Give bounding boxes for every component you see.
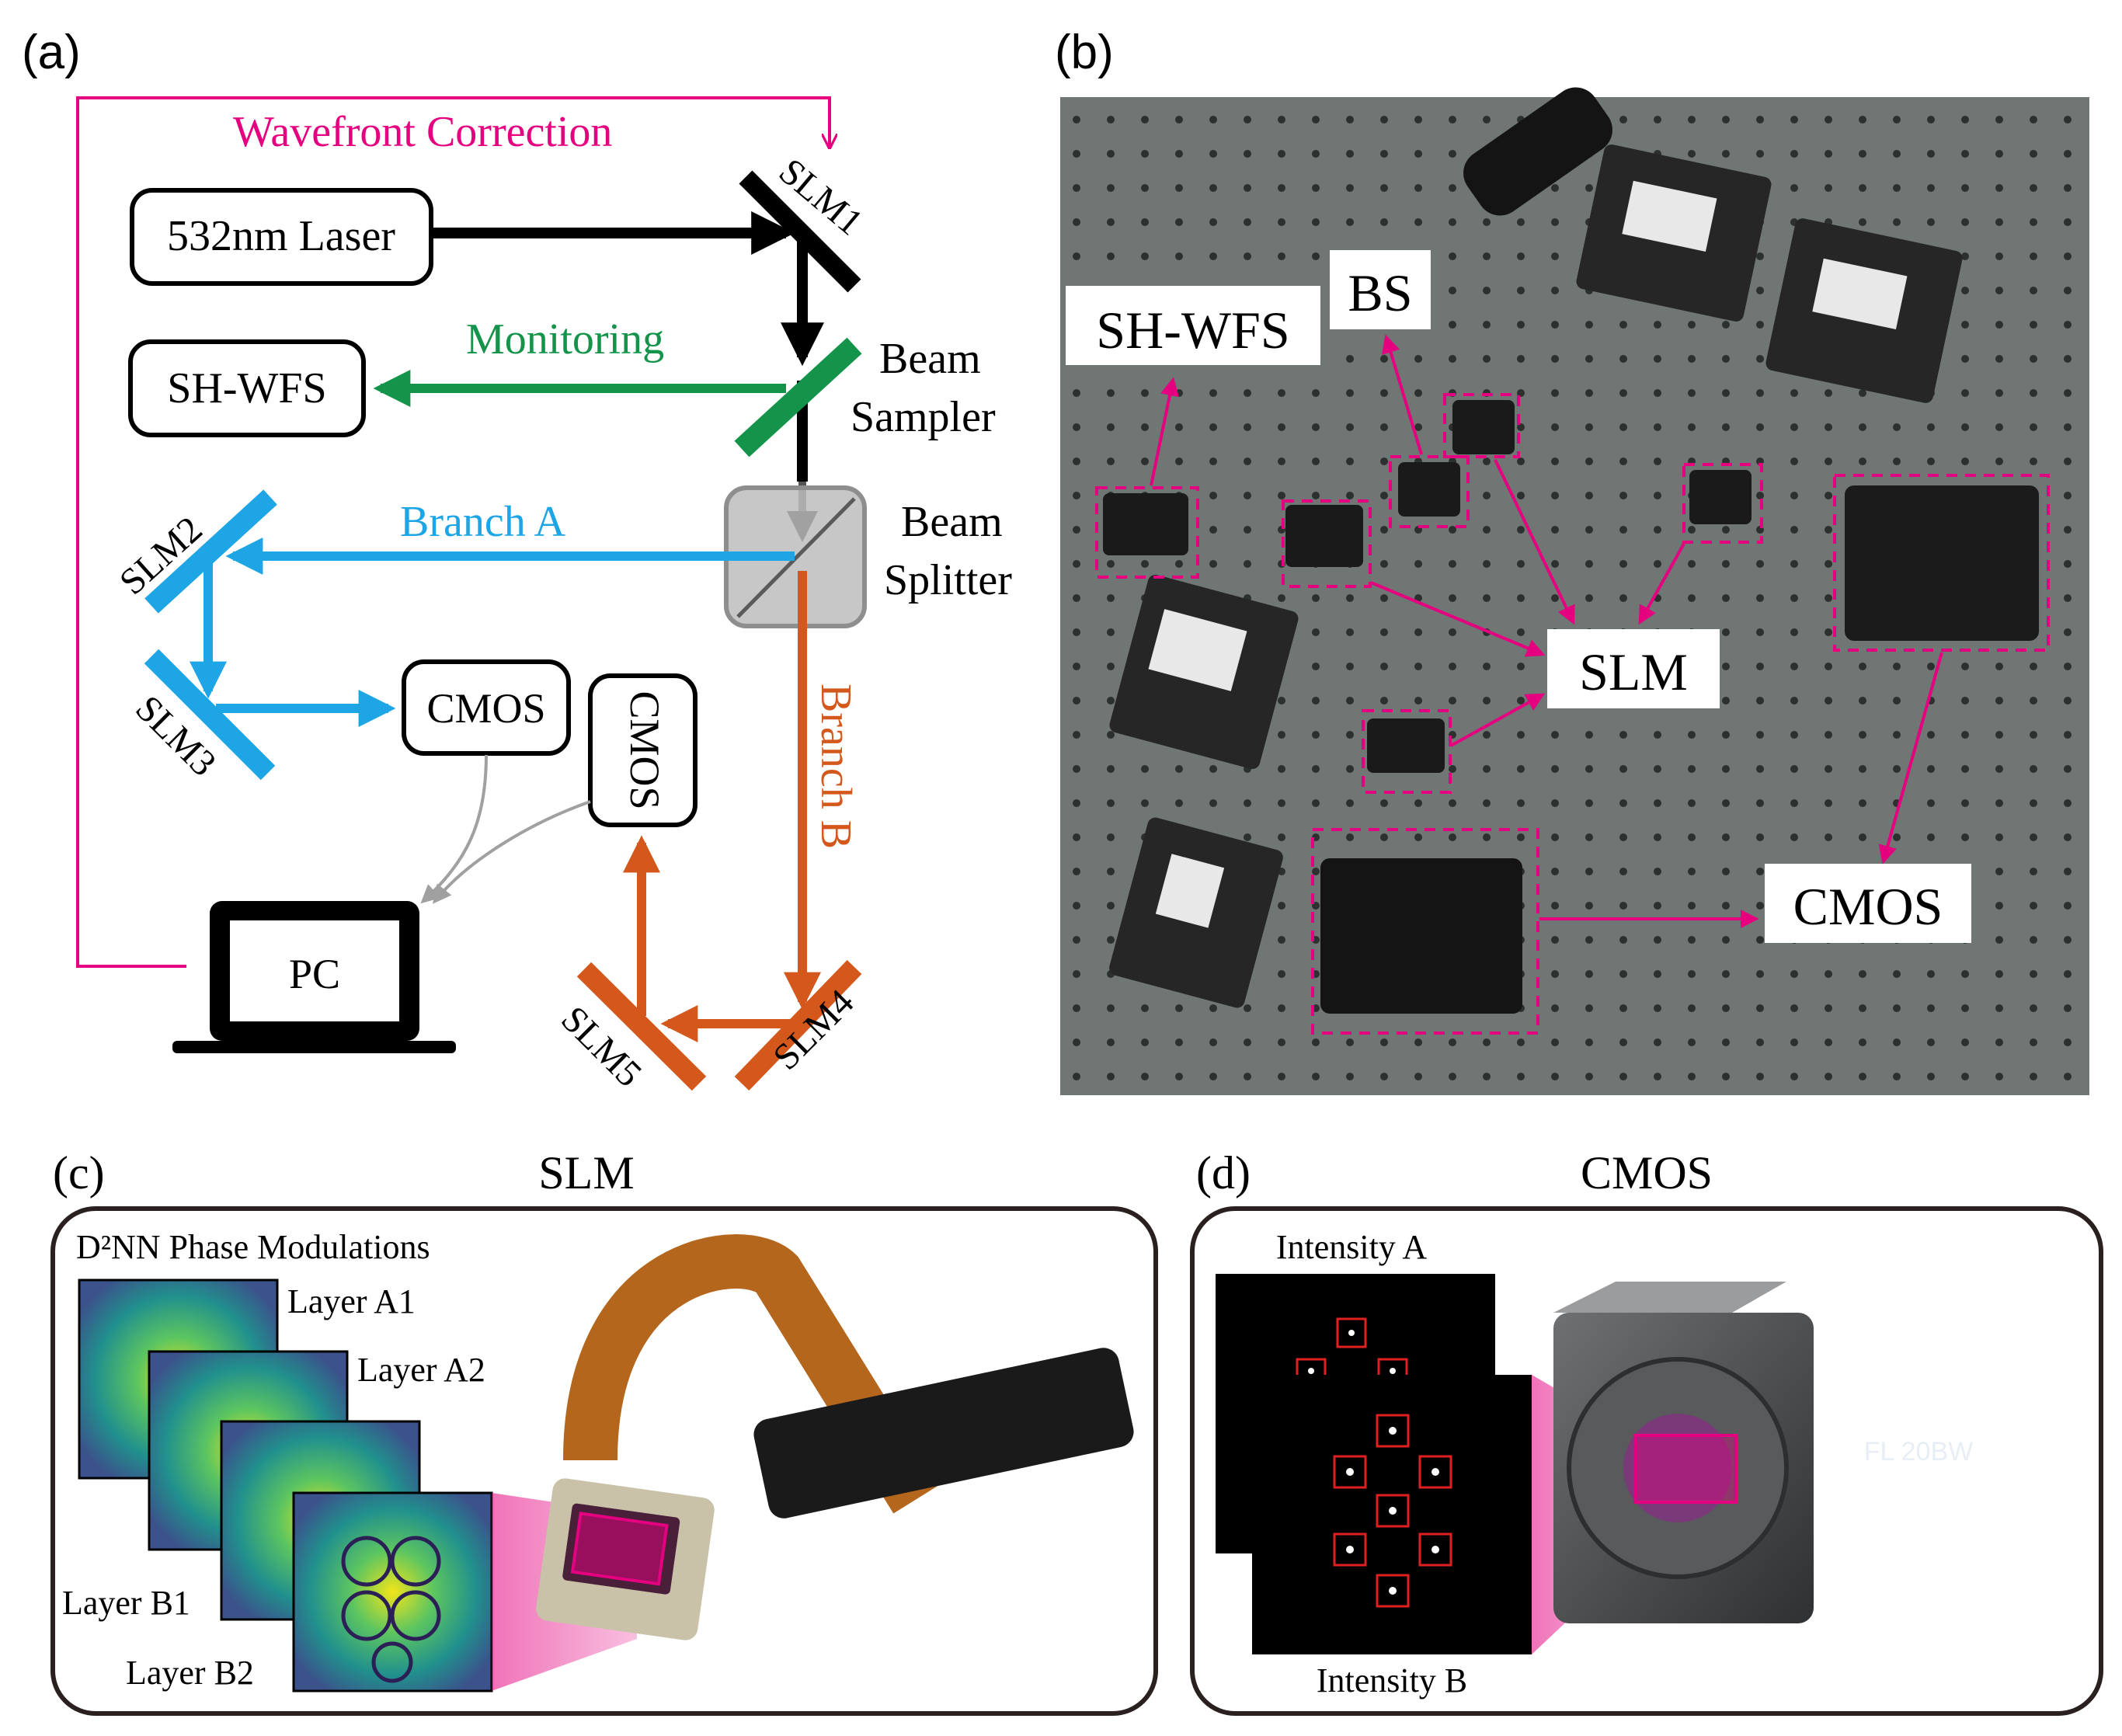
slm-driver-box	[753, 1348, 1134, 1519]
label-cmos: CMOS	[1793, 877, 1943, 936]
photo-slm-driver-3-label	[1148, 609, 1247, 691]
label-shwfs: SH-WFS	[1096, 301, 1289, 360]
wavefront-correction-path	[76, 96, 830, 968]
beam-splitter-label-2: Splitter	[884, 556, 1012, 604]
shwfs-box	[128, 339, 366, 437]
pc-screen-inner	[230, 920, 399, 1021]
slm2-mirror	[144, 489, 277, 614]
camera-sensor	[1623, 1414, 1732, 1522]
panel-d: (d) CMOS Intensity A Intensity B	[1190, 1147, 2103, 1716]
layer-b1-label: Layer B1	[62, 1584, 190, 1622]
arrow-shwfs	[1150, 377, 1179, 486]
beam-sampler-label-1: Beam	[879, 335, 981, 383]
photo-slm-driver-2-label	[1812, 258, 1908, 330]
cmos-a-label: CMOS	[426, 685, 545, 732]
panel-c-label: (c)	[53, 1147, 105, 1199]
photo-slm-driver-1-label	[1622, 180, 1717, 252]
camera-top	[1553, 1282, 1786, 1313]
panel-a-label: (a)	[22, 26, 81, 79]
cable-cmos-b	[432, 800, 591, 904]
highlight-cmos-1	[1833, 474, 2050, 652]
phase-layer-b2	[292, 1491, 493, 1693]
intensity-b-detectors	[1333, 1414, 1452, 1608]
intensity-a-label: Intensity A	[1276, 1228, 1428, 1266]
intensity-b-label: Intensity B	[1317, 1661, 1467, 1699]
arrow-cmos-1	[1878, 652, 1943, 865]
slm-flex-cable	[563, 1234, 940, 1514]
monitoring-label: Monitoring	[466, 315, 664, 364]
label-box-slm	[1547, 629, 1720, 708]
laser-label: 532nm Laser	[167, 212, 395, 260]
layer-a2-label: Layer A2	[357, 1351, 485, 1389]
beam-sampler	[734, 337, 862, 457]
intensity-b-image	[1252, 1375, 1532, 1654]
highlight-shwfs	[1095, 486, 1199, 579]
panel-a: (a) Wavefront Correction 532nm Laser SLM…	[22, 26, 1012, 1095]
photo-mount-5	[1689, 470, 1752, 524]
cmos-b-box	[588, 673, 697, 827]
photo-mount-6	[1367, 718, 1445, 773]
photo-mount-2	[1285, 505, 1363, 567]
pc-label: PC	[289, 951, 340, 997]
panel-c-title: SLM	[538, 1147, 634, 1199]
highlight-cmos-2	[1311, 828, 1539, 1035]
highlight-slm-4	[1362, 709, 1452, 794]
cmos-a-box	[402, 659, 571, 756]
panel-b-label: (b)	[1055, 26, 1114, 79]
wavefront-correction-label: Wavefront Correction	[233, 108, 612, 156]
arrow-bs	[1382, 334, 1423, 455]
slm3-mirror	[144, 649, 276, 781]
photo-lens-tube	[1463, 87, 1612, 216]
photo-mount-4	[1452, 400, 1515, 454]
label-slm: SLM	[1579, 642, 1688, 701]
slm5-mirror	[576, 962, 707, 1091]
branch-a-label: Branch A	[400, 498, 566, 546]
arrow-slm-4	[1450, 693, 1546, 747]
cmos-b-label: CMOS	[621, 691, 668, 809]
camera-brand-label: FL 20BW	[1864, 1437, 1973, 1466]
intensity-b-spots	[1308, 1330, 1439, 1595]
photo-mount-3	[1398, 462, 1460, 517]
highlight-slm-2	[1443, 393, 1520, 458]
label-box-cmos	[1765, 864, 1971, 943]
d2nn-subtitle: D²NN Phase Modulations	[76, 1228, 430, 1266]
photo-slm-driver-4-label	[1155, 854, 1225, 928]
photo-mount-1	[1103, 493, 1188, 555]
panel-c: (c) SLM D²NN Phase Modulations Layer A1 …	[50, 1147, 1158, 1716]
phase-b2-rings	[341, 1536, 441, 1683]
shwfs-label-a: SH-WFS	[167, 364, 326, 412]
slm1-mirror	[739, 170, 861, 293]
panel-b: (b)	[1055, 26, 2089, 1095]
slm4-mirror	[734, 959, 862, 1091]
highlight-bs	[1389, 455, 1470, 528]
photo-cmos-camera-2	[1320, 858, 1522, 1014]
laser-box	[130, 188, 433, 286]
arrow-slm-3	[1638, 543, 1685, 625]
beam-splitter-diagonal	[736, 497, 856, 618]
slm-active-area	[570, 1512, 669, 1586]
camera-sensor-highlight	[1633, 1434, 1738, 1504]
photo-cmos-camera-1	[1845, 485, 2039, 641]
label-box-bs	[1330, 250, 1431, 329]
label-bs: BS	[1348, 263, 1412, 322]
arrow-slm-1	[1370, 581, 1546, 657]
layer-a1-label: Layer A1	[287, 1282, 416, 1320]
highlight-slm-3	[1682, 463, 1763, 544]
panel-d-label: (d)	[1196, 1147, 1251, 1199]
panel-d-title: CMOS	[1581, 1147, 1713, 1199]
layer-b2-label: Layer B2	[126, 1654, 254, 1692]
branch-b-label: Branch B	[812, 684, 860, 849]
pc-base	[172, 1041, 456, 1053]
highlight-slm-1	[1282, 499, 1372, 588]
arrow-slm-2	[1494, 459, 1575, 625]
camera-right-face	[1786, 1282, 2043, 1623]
label-box-shwfs	[1066, 286, 1320, 365]
beam-sampler-label-2: Sampler	[851, 393, 996, 441]
beam-splitter-label-1: Beam	[901, 498, 1003, 546]
